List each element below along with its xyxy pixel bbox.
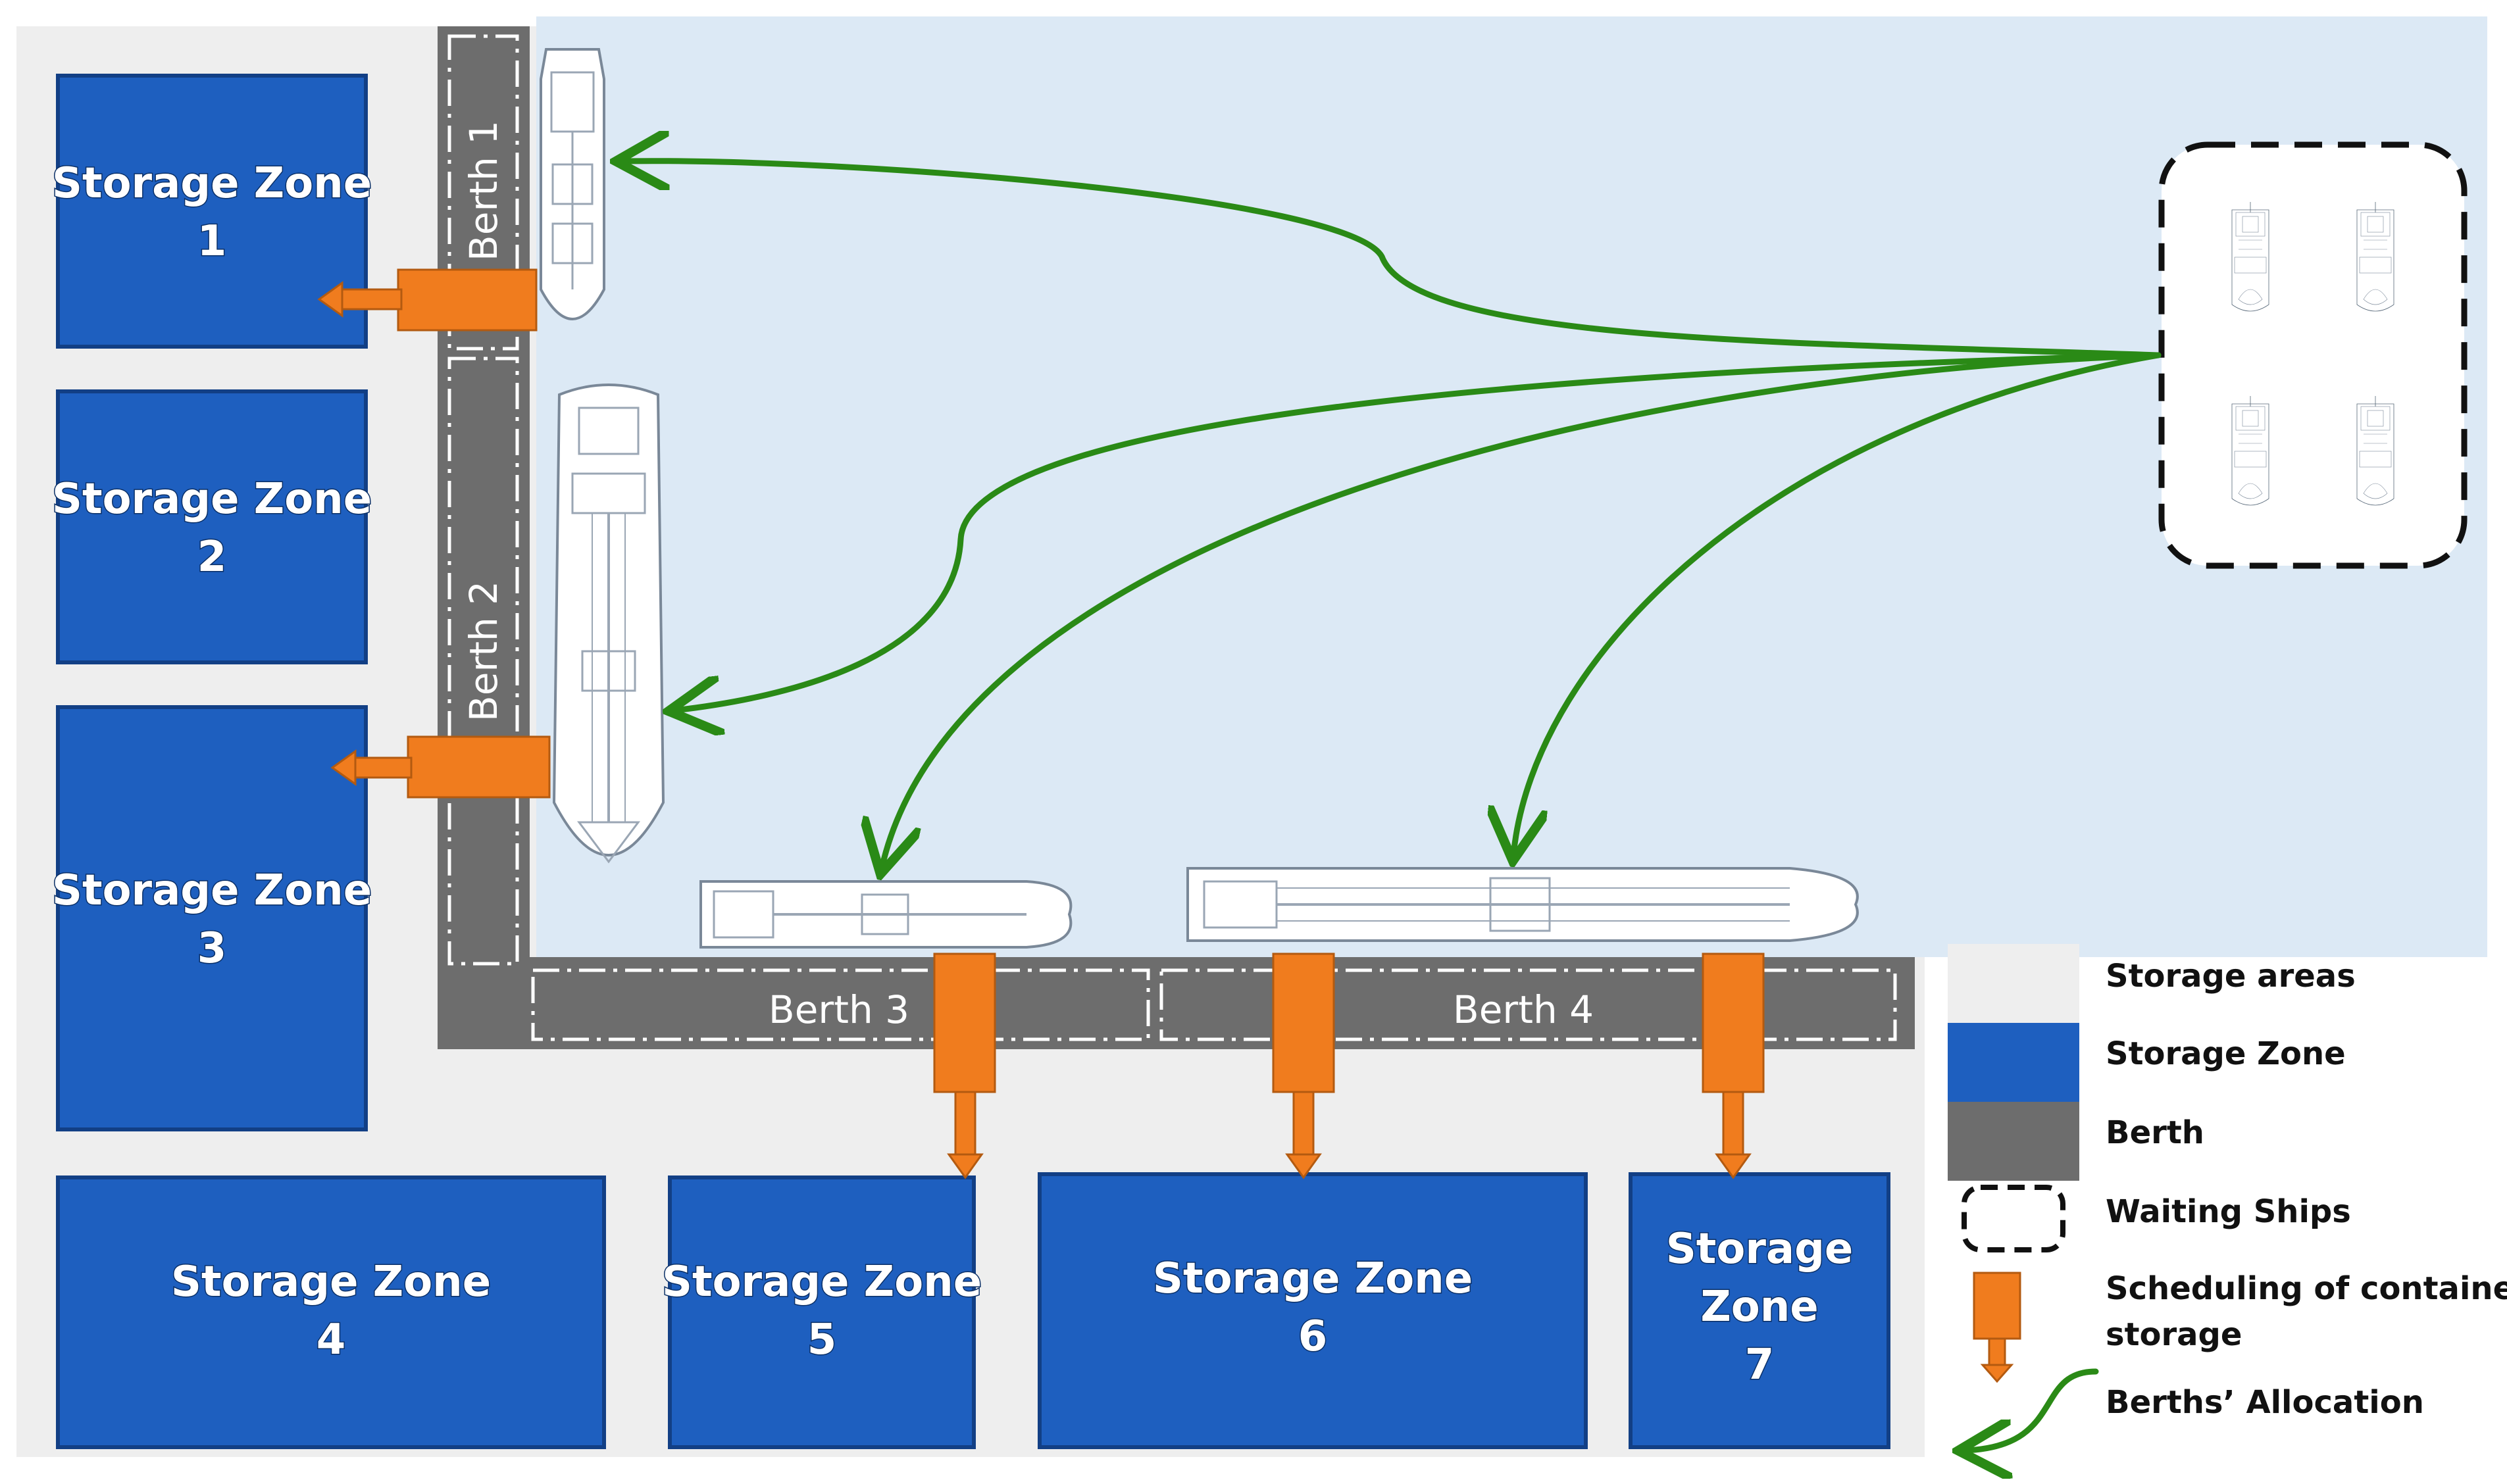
berth-2-outline <box>447 357 519 966</box>
allocation-arrow-berth-3 <box>882 352 2162 868</box>
ship-at-berth-2 <box>552 383 665 864</box>
storage-zone-3: Storage Zone 3 <box>51 705 373 1131</box>
berth-1-outline <box>447 34 519 351</box>
storage-zone-7-number: 7 <box>1745 1341 1775 1389</box>
storage-zone-2-number: 2 <box>197 533 227 581</box>
storage-zone-5-label: Storage Zone <box>662 1258 982 1306</box>
legend-label-scheduling-line1: Scheduling of container <box>2106 1270 2507 1307</box>
storage-zone-5-number: 5 <box>807 1316 837 1364</box>
storage-zone-2: Storage Zone 2 <box>51 389 373 664</box>
scheduling-arrow-zone-1 <box>317 268 538 332</box>
storage-zone-1-number: 1 <box>197 217 227 266</box>
storage-zone-4-label: Storage Zone <box>171 1258 491 1306</box>
legend-label-storage-zone: Storage Zone <box>2106 1035 2346 1072</box>
scheduling-arrow-zone-5 <box>933 952 996 1179</box>
allocation-arrow-berth-4 <box>1513 352 2162 855</box>
scheduling-arrow-zone-6 <box>1272 952 1335 1179</box>
berth-3-outline <box>531 968 1150 1041</box>
legend-swatch-berth <box>1948 1102 2079 1181</box>
storage-zone-7-label-line1: Storage <box>1666 1225 1854 1274</box>
allocation-arrow-berth-2 <box>674 352 2162 710</box>
ship-at-berth-1 <box>540 48 605 320</box>
berth-1-label: Berth 1 <box>461 120 506 261</box>
storage-zone-4-number: 4 <box>317 1316 346 1364</box>
storage-zone-1: Storage Zone 1 <box>51 74 373 349</box>
berth-4-label: Berth 4 <box>1453 987 1594 1032</box>
legend-swatch-allocation-arrow <box>1964 1368 2099 1450</box>
storage-zone-6: Storage Zone 6 <box>1038 1172 1588 1449</box>
legend-label-berth: Berth <box>2106 1114 2204 1151</box>
scheduling-arrow-zone-3 <box>330 735 551 799</box>
storage-zone-7: Storage Zone 7 <box>1629 1172 1890 1449</box>
legend-swatch-scheduling <box>1973 1272 2021 1383</box>
storage-zone-4: Storage Zone 4 <box>56 1175 606 1449</box>
legend-swatch-waiting-ships <box>1962 1185 2065 1252</box>
legend-swatch-storage-areas <box>1948 944 2079 1023</box>
storage-zone-3-number: 3 <box>197 924 227 973</box>
berth-2-label: Berth 2 <box>461 581 506 722</box>
storage-zone-1-label: Storage Zone <box>52 159 372 208</box>
ship-at-berth-4 <box>1186 867 1859 942</box>
allocation-arrow-berth-1 <box>622 161 2162 359</box>
waiting-ships-boundary <box>2158 141 2468 569</box>
waiting-ships-group <box>2158 141 2468 569</box>
berth-3-label: Berth 3 <box>769 987 909 1032</box>
legend-label-storage-areas: Storage areas <box>2106 958 2356 995</box>
storage-zone-3-label: Storage Zone <box>52 866 372 915</box>
berth-quay-horizontal <box>438 957 1915 1049</box>
legend-label-waiting-ships: Waiting Ships <box>2106 1193 2351 1230</box>
storage-zone-5: Storage Zone 5 <box>661 1175 983 1449</box>
storage-zone-6-label: Storage Zone <box>1153 1254 1473 1303</box>
storage-zone-6-number: 6 <box>1298 1312 1328 1361</box>
legend-label-scheduling-line2: storage <box>2106 1316 2242 1353</box>
legend-swatch-storage-zone <box>1948 1023 2079 1102</box>
berth-4-outline <box>1159 968 1897 1041</box>
storage-zone-2-label: Storage Zone <box>52 475 372 524</box>
berth-quay-vertical <box>438 26 530 1049</box>
scheduling-arrow-zone-7 <box>1702 952 1765 1179</box>
storage-zone-7-label-line2: Zone <box>1700 1283 1818 1331</box>
legend-label-allocation: Berths’ Allocation <box>2106 1384 2424 1421</box>
ship-at-berth-3 <box>699 880 1073 949</box>
legend: Storage areas Storage Zone Berth Waiting… <box>1948 944 2507 1450</box>
